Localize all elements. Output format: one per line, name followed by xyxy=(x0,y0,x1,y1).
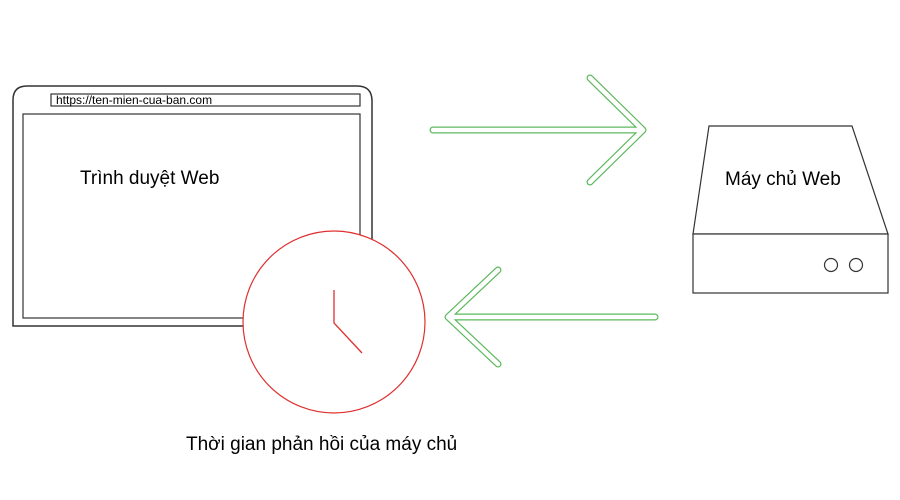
clock-icon xyxy=(242,230,426,414)
clock-caption: Thời gian phản hồi của máy chủ xyxy=(186,434,457,455)
browser-label: Trình duyệt Web xyxy=(80,168,219,189)
server-label: Máy chủ Web xyxy=(725,169,841,190)
server-light-1 xyxy=(823,257,839,273)
response-arrow-icon xyxy=(444,266,659,368)
clock-hands xyxy=(333,290,363,354)
browser-url-text: https://ten-mien-cua-ban.com xyxy=(56,93,212,107)
server-icon: Máy chủ Web xyxy=(692,125,889,294)
browser-address-bar xyxy=(50,93,361,107)
server-light-2 xyxy=(848,257,864,273)
request-arrow-icon xyxy=(429,74,647,186)
